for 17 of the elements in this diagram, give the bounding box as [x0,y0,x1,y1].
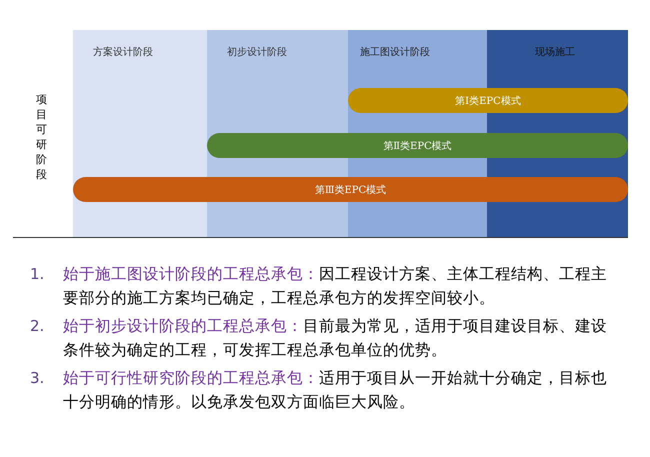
column-heading: 初步设计阶段 [227,46,287,59]
bar-label: 第Ⅱ类EPC模式 [383,140,452,152]
phase-bar [73,177,628,202]
bar-label: 第Ⅰ类EPC模式 [455,94,521,108]
list-number: 1. [30,265,44,283]
column-heading: 方案设计阶段 [93,46,153,59]
list-item-text: 始于可行性研究阶段的工程总承包：适用于项目从一开始就十分确定，目标也十分明确的情形。以免承发包双方面临巨大风险。 [63,368,608,413]
list-number: 3. [30,369,44,387]
list-number: 2. [30,317,44,335]
column-heading: 施工图设计阶段 [360,46,430,59]
bar-label: 第Ⅲ类EPC模式 [314,184,386,196]
axis-label: 项目可研阶段 [36,92,48,182]
list-item-text: 始于初步设计阶段的工程总承包：目前最为常见，适用于项目建设目标、建设条件较为确定的工程，可发挥工程总承包单位的优势。 [63,316,608,361]
phase-bar [348,88,628,113]
column-heading: 现场施工 [535,46,575,59]
phase-bar [207,133,628,158]
list-item-text: 始于施工图设计阶段的工程总承包：因工程设计方案、主体工程结构、工程主要部分的施工方案均已确定，工程总承包方的发挥空间较小。 [63,264,608,309]
